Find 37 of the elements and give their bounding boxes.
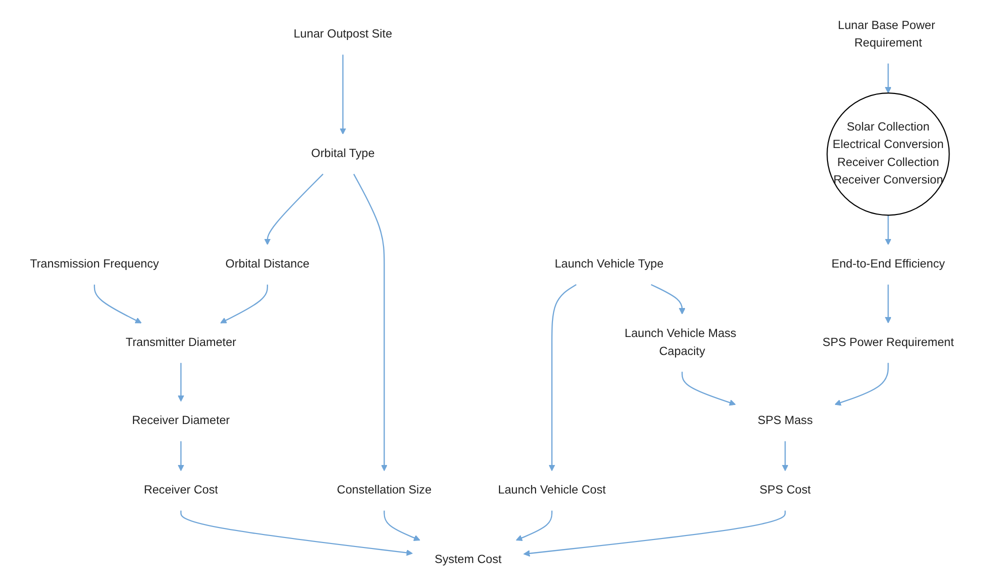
node-text: Launch Vehicle Mass Capacity [624,327,736,358]
arrow [523,510,786,557]
node-circle: Solar Collection Electrical Conversion Receiver Collection Receiver Conversion [826,92,950,216]
arrow [884,284,892,324]
node-text: Orbital Type [311,147,375,160]
arrow [548,284,577,472]
arrow [516,510,552,541]
arrow [353,174,388,472]
arrow [782,441,788,472]
node-text: SPS Power Requirement [822,336,954,349]
node-text: SPS Mass [758,414,813,428]
node-text: Receiver Diameter [132,414,230,428]
arrow [682,372,736,406]
arrow [94,284,142,324]
node-text: Launch Vehicle Type [554,258,664,271]
arrow [180,510,413,556]
node-text: Transmitter Diameter [126,336,236,349]
node-text: End-to-End Efficiency [831,258,945,271]
node-text: Lunar Base Power Requirement [838,19,936,50]
arrow [178,362,184,402]
node-text: Transmission Frequency [30,258,159,271]
node-text: System Cost [434,553,502,566]
node-text: Constellation Size [336,484,432,497]
arrow [650,284,686,314]
node-text: Launch Vehicle Cost [498,484,606,497]
arrow [834,362,889,406]
arrow [884,215,892,246]
node-text: SPS Cost [760,484,811,497]
node-text: Orbital Distance [225,258,310,271]
arrow [178,441,184,472]
arrow [884,64,892,94]
arrow [340,54,346,134]
arrow [384,510,420,541]
arrow [220,284,268,324]
node-text: Receiver Cost [144,484,218,497]
node-text: Lunar Outpost Site [294,28,392,41]
arrow [264,174,324,246]
